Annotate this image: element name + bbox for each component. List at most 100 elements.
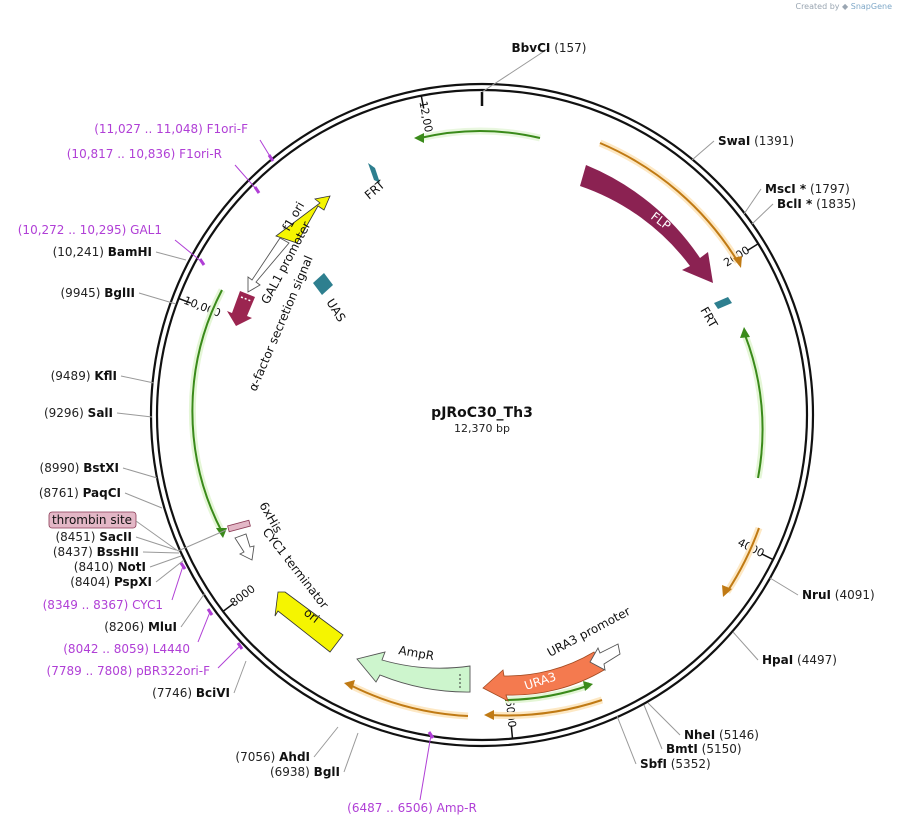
site-leader [769, 577, 799, 596]
flp-arrow [580, 165, 713, 283]
site-label: BbvCI (157) [512, 41, 587, 55]
credit-prefix: Created by [795, 2, 840, 11]
tick-label: 8000 [228, 582, 258, 609]
site-leader [647, 702, 681, 736]
site-position: (8990) [40, 461, 84, 475]
alpha-factor-arrow [227, 291, 255, 326]
orf-orange-4-head [344, 680, 355, 690]
primer-label: (10,272 .. 10,295) GAL1 [18, 223, 162, 237]
site-leader [691, 140, 715, 161]
snapgene-logo-icon: ◆ [842, 2, 849, 11]
snapgene-credit: Created by ◆ SnapGene [795, 2, 892, 11]
orf-right-glow [741, 333, 767, 479]
site-position: (9296) [44, 406, 88, 420]
site-label: (9945) BglII [61, 286, 136, 300]
thrombin-site-leader [135, 520, 179, 552]
primer-label: (8349 .. 8367) CYC1 [43, 598, 163, 612]
ori-arrow [274, 591, 344, 653]
site-label: HpaI (4497) [762, 653, 837, 667]
site-position: (4091) [831, 588, 875, 602]
site-name: MluI [148, 620, 177, 634]
site-name: BmtI [666, 742, 698, 756]
site-position: (7056) [235, 750, 279, 764]
cyc1-terminator-label: CYC1 terminator [260, 525, 332, 611]
primer-range: (6487 .. 6506) [347, 801, 437, 815]
primer-mark [253, 186, 261, 194]
thrombin-marker [227, 519, 251, 533]
ampr-arrow [356, 651, 471, 693]
site-leader [155, 251, 187, 261]
site-name: NotI [118, 560, 147, 574]
orf-right [744, 334, 764, 479]
tick-mark [746, 243, 759, 252]
site-label: (8990) BstXI [40, 461, 119, 475]
site-position: (8206) [104, 620, 148, 634]
primer-range: (10,817 .. 10,836) [67, 147, 179, 161]
site-position: (1835) [812, 197, 856, 211]
label-layer: BbvCI (157)SwaI (1391)MscI * (1797)BclI … [18, 41, 875, 815]
site-label: NheI (5146) [684, 728, 759, 742]
primer-name: Amp-R [437, 801, 477, 815]
site-name: MscI * [765, 182, 807, 196]
primer-label: (11,027 .. 11,048) F1ori-F [94, 122, 248, 136]
site-label: (9489) KflI [51, 369, 117, 383]
orf-left-head [216, 528, 227, 538]
orf-orange-1-head [733, 256, 742, 268]
tick-mark [222, 602, 234, 612]
primer-mark [236, 642, 244, 650]
site-name: KflI [94, 369, 117, 383]
site-name: HpaI [762, 653, 793, 667]
frt-top-label: FRT [362, 177, 388, 202]
site-name: PaqCI [83, 486, 121, 500]
site-label: (8451) SacII [55, 530, 132, 544]
thrombin-site-box [48, 511, 137, 529]
primer-leader [197, 611, 211, 643]
credit-brand: SnapGene [850, 2, 892, 11]
site-leader [155, 559, 185, 583]
site-leader [142, 551, 180, 554]
orf-orange-2-head [722, 585, 732, 597]
site-position: (5146) [715, 728, 759, 742]
site-label: MscI * (1797) [765, 182, 850, 196]
plasmid-name: pJRoC30_Th3 [431, 405, 533, 421]
site-leader [135, 536, 177, 551]
site-name: BssHII [97, 545, 139, 559]
primer-name: CYC1 [132, 598, 163, 612]
site-label: BmtI (5150) [666, 742, 742, 756]
tick-mark [510, 725, 514, 739]
primer-label: (6487 .. 6506) Amp-R [347, 801, 477, 815]
primer-mark [179, 562, 187, 570]
gal1-promoter-arrow [247, 237, 290, 293]
orf-orange-4 [349, 684, 469, 717]
primer-range: (10,272 .. 10,295) [18, 223, 130, 237]
uas-marker [313, 273, 333, 295]
site-lines [116, 47, 799, 801]
primer-label: (7789 .. 7808) pBR322ori-F [47, 664, 211, 678]
site-label: (10,241) BamHI [53, 245, 152, 259]
primer-label: (8042 .. 8059) L4440 [63, 642, 190, 656]
site-name: BciVI [196, 686, 230, 700]
site-label: (8410) NotI [74, 560, 146, 574]
site-position: (8761) [39, 486, 83, 500]
site-name: PspXI [114, 575, 152, 589]
orf-orange-3 [489, 699, 603, 717]
site-leader [138, 292, 177, 305]
site-name: NheI [684, 728, 715, 742]
site-position: (4497) [793, 653, 837, 667]
thrombin-site-leader-2 [177, 529, 227, 552]
frt-top-marker [368, 163, 380, 183]
site-leader [481, 47, 550, 93]
site-position: (7746) [152, 686, 196, 700]
site-label: (7056) AhdI [235, 750, 310, 764]
site-leader [343, 732, 359, 773]
orf-right-head [740, 327, 750, 338]
primer-name: GAL1 [130, 223, 162, 237]
site-position: (1391) [750, 134, 794, 148]
primer-leader [419, 734, 432, 801]
orf-bottom-green [504, 684, 591, 701]
site-leader [149, 555, 182, 568]
site-name: BstXI [83, 461, 119, 475]
site-label: SbfI (5352) [640, 757, 711, 771]
primer-name: pBR322ori-F [136, 664, 210, 678]
site-label: (8437) BssHII [53, 545, 139, 559]
